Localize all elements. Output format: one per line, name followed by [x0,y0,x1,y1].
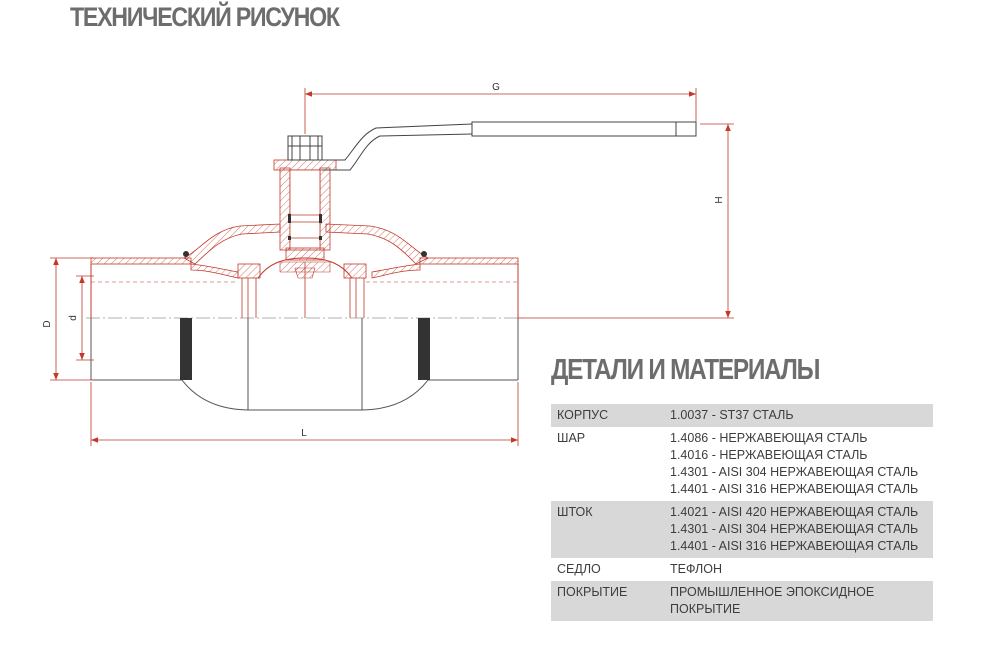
stem-nut [287,135,323,161]
dimension-label-d-outer: D [42,320,53,327]
part-name: КОРПУС [557,408,609,422]
material-item: 1.4401 - AISI 316 НЕРЖАВЕЮЩАЯ СТАЛЬ [670,539,919,553]
materials-table: КОРПУС 1.0037 - ST37 СТАЛЬ ШАР 1.4086 - … [551,404,933,621]
weld-dot-right [421,251,427,257]
part-name: ШТОК [557,505,593,519]
stem-housing [273,159,337,261]
dimension-label-l: L [301,428,307,439]
part-name: ШАР [557,431,586,445]
table-row: ШТОК 1.4021 - AISI 420 НЕРЖАВЕЮЩАЯ СТАЛЬ… [551,501,933,558]
table-row: ШАР 1.4086 - НЕРЖАВЕЮЩАЯ СТАЛЬ 1.4016 - … [551,427,933,501]
material-item: 1.4016 - НЕРЖАВЕЮЩАЯ СТАЛЬ [670,448,868,462]
table-row: КОРПУС 1.0037 - ST37 СТАЛЬ [551,404,933,427]
dimension-label-g: G [492,82,500,93]
weld-dot-left [183,251,189,257]
material-item: 1.4021 - AISI 420 НЕРЖАВЕЮЩАЯ СТАЛЬ [670,505,919,519]
material-item: 1.4086 - НЕРЖАВЕЮЩАЯ СТАЛЬ [670,431,868,445]
valve-body-lower [90,318,519,411]
dimension-lines [50,88,734,446]
material-item: 1.0037 - ST37 СТАЛЬ [670,408,794,422]
material-item: 1.4301 - AISI 304 НЕРЖАВЕЮЩАЯ СТАЛЬ [670,522,919,536]
part-name: СЕДЛО [557,562,601,576]
handle-lever [322,121,697,171]
material-item: ПРОМЫШЛЕННОЕ ЭПОКСИДНОЕ ПОКРЫТИЕ [670,585,875,616]
weld-seam-right [418,318,430,380]
valve-body-section [90,223,519,318]
dimension-label-d-inner: d [68,315,79,321]
part-name: ПОКРЫТИЕ [557,585,628,599]
details-title: ДЕТАЛИ И МАТЕРИАЛЫ [551,354,820,386]
dimension-label-h: H [714,196,725,203]
table-row: СЕДЛО ТЕФЛОН [551,558,933,581]
material-item: 1.4401 - AISI 316 НЕРЖАВЕЮЩАЯ СТАЛЬ [670,482,919,496]
material-item: ТЕФЛОН [670,562,723,576]
table-row: ПОКРЫТИЕ ПРОМЫШЛЕННОЕ ЭПОКСИДНОЕ ПОКРЫТИ… [551,581,933,621]
material-item: 1.4301 - AISI 304 НЕРЖАВЕЮЩАЯ СТАЛЬ [670,465,919,479]
weld-seam-left [180,318,192,380]
drawing-title: ТЕХНИЧЕСКИЙ РИСУНОК [70,2,340,32]
